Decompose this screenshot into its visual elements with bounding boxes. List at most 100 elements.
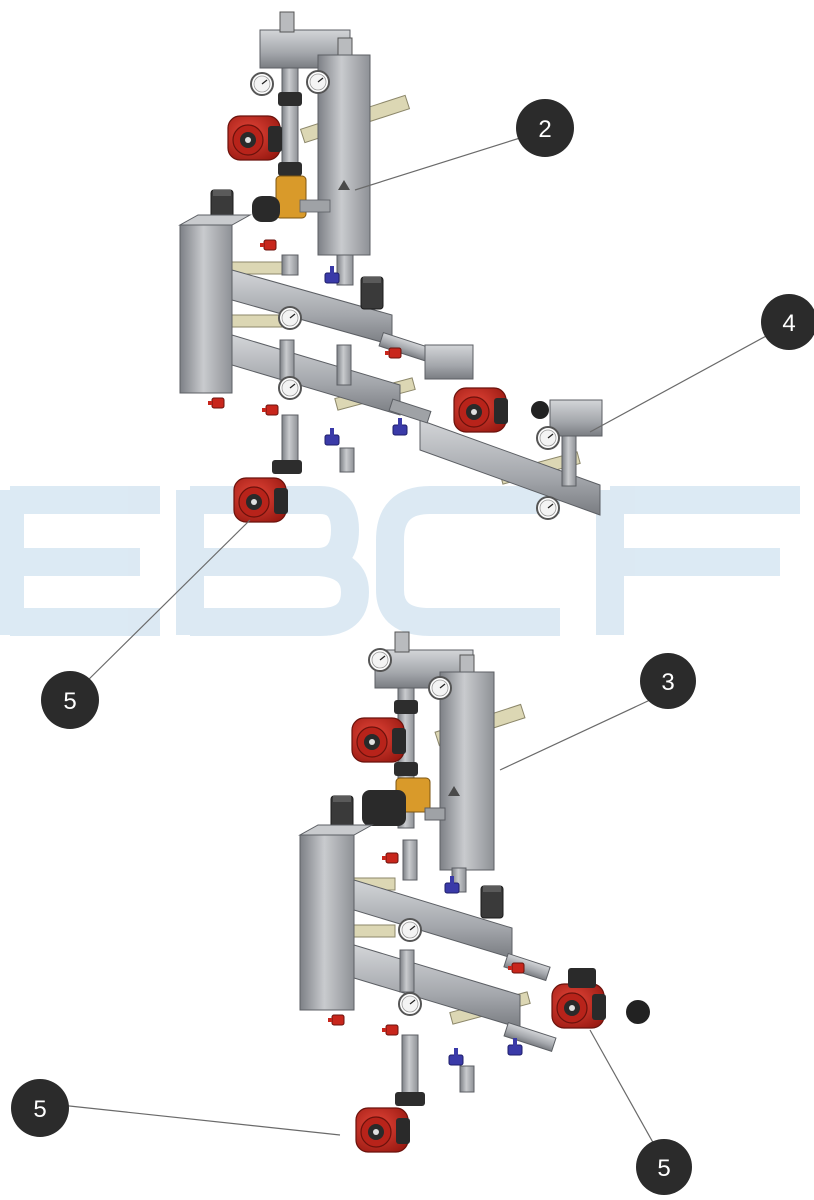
gauge — [398, 918, 422, 942]
callout-badge — [636, 1139, 692, 1195]
mixing-valve — [275, 175, 307, 219]
distribution-beam-right — [419, 419, 601, 516]
nipple — [394, 631, 410, 653]
red-valve — [261, 404, 279, 416]
branch-pipe — [378, 331, 432, 363]
circulation-pump — [551, 983, 607, 1029]
bypass-pipe — [424, 807, 446, 821]
callout-badge — [640, 653, 696, 709]
gauge — [536, 426, 560, 450]
callout-label: 5 — [33, 1096, 46, 1123]
callout-5-upper: 5 — [41, 671, 99, 729]
callout-3: 3 — [640, 653, 696, 709]
leader-line-5b — [59, 1104, 341, 1136]
union-nut — [278, 162, 302, 176]
red-valve — [259, 239, 277, 251]
callout-label: 5 — [63, 688, 76, 715]
gauge — [428, 676, 452, 700]
distribution-beam-lower — [231, 334, 401, 416]
separator-top — [298, 824, 374, 836]
callout-label: 5 — [657, 1155, 670, 1182]
blue-valve — [392, 417, 408, 436]
leader-line-5a — [77, 519, 251, 691]
circulation-pump — [227, 115, 283, 161]
air-vent — [360, 276, 384, 310]
union-nut — [272, 460, 302, 474]
pipe — [336, 254, 354, 286]
bottom-assembly — [298, 631, 650, 1153]
callout-label: 2 — [538, 116, 551, 143]
branch-pipe — [503, 952, 551, 982]
callout-badge — [11, 1079, 69, 1137]
distribution-beam-lower — [353, 944, 521, 1029]
circulation-pump — [351, 717, 407, 763]
callout-label: 4 — [782, 310, 795, 337]
gauge — [398, 992, 422, 1016]
red-valve — [381, 852, 399, 864]
branch-header — [424, 344, 474, 380]
pump-terminal-box — [568, 968, 596, 988]
nipple — [279, 11, 295, 33]
circulation-pump — [233, 477, 289, 523]
circulation-pump — [453, 387, 509, 433]
callout-5-lower-right: 5 — [636, 1139, 692, 1195]
bracket — [224, 314, 286, 328]
blue-valve — [324, 427, 340, 446]
callout-leaders — [59, 137, 769, 1156]
pipe — [279, 339, 295, 381]
drain-valve — [327, 1014, 345, 1026]
valve-knob — [626, 1000, 650, 1024]
red-valve — [381, 1024, 399, 1036]
pipe — [561, 435, 577, 487]
callout-badge — [761, 294, 814, 350]
union-nut — [395, 1092, 425, 1106]
leader-line-5c — [589, 1029, 661, 1156]
gauge — [278, 306, 302, 330]
pipe — [402, 839, 418, 881]
gauge — [536, 496, 560, 520]
pipe — [281, 254, 299, 276]
watermark — [0, 486, 800, 636]
red-valve — [384, 347, 402, 359]
callout-badge — [516, 99, 574, 157]
drain-valve — [207, 397, 225, 409]
pipe — [459, 1065, 475, 1093]
gauge — [306, 70, 330, 94]
union-nut — [278, 92, 302, 106]
leader-line-3 — [499, 699, 651, 771]
callout-5-lower-left: 5 — [11, 1079, 69, 1137]
valve-actuator — [362, 790, 406, 826]
valve-actuator — [252, 196, 280, 222]
hydraulic-separator — [299, 834, 355, 1011]
pipe — [339, 447, 355, 473]
gauge — [368, 648, 392, 672]
valve-knob — [531, 401, 549, 419]
air-vent — [330, 795, 354, 829]
air-vent — [480, 885, 504, 919]
bypass-pipe — [299, 199, 331, 213]
circulation-pump — [355, 1107, 411, 1153]
union-nut — [394, 700, 418, 714]
pipe — [336, 344, 352, 386]
separator-top — [178, 214, 252, 226]
branch-header — [549, 399, 603, 437]
pipe — [401, 1034, 419, 1096]
callout-label: 3 — [661, 669, 674, 696]
pipe — [388, 398, 432, 424]
pipe — [399, 949, 415, 993]
gauge — [278, 376, 302, 400]
callout-4: 4 — [761, 294, 814, 350]
leader-line-4 — [589, 334, 769, 433]
branch-pipe — [503, 1021, 557, 1053]
top-assembly — [178, 11, 603, 523]
callout-badge — [41, 671, 99, 729]
flow-arrow — [338, 180, 350, 190]
hydraulic-separator — [179, 224, 233, 394]
blue-valve — [448, 1047, 464, 1066]
union-nut — [394, 762, 418, 776]
flow-arrow — [448, 786, 460, 796]
pipe — [281, 414, 299, 466]
riser-column — [439, 671, 495, 871]
leader-line-2 — [354, 137, 521, 191]
